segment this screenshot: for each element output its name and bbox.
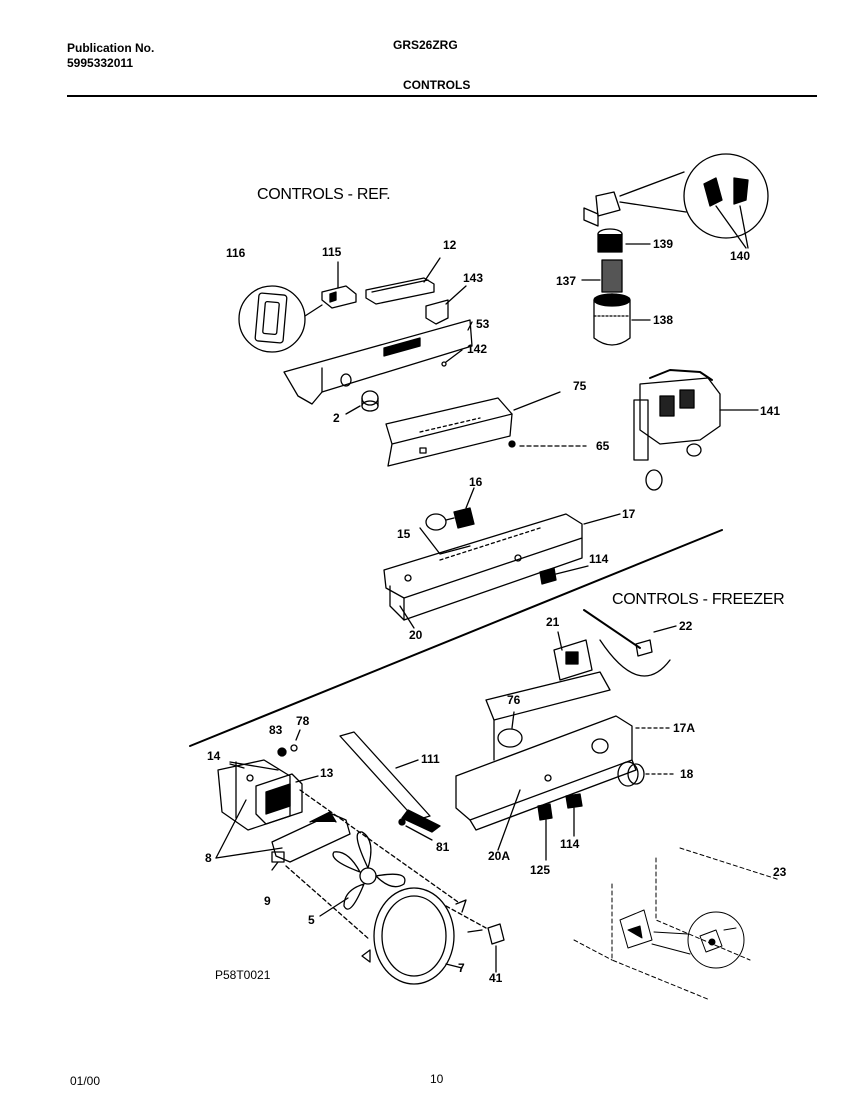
assembly-alignment-lines [285,789,487,941]
part-140-fittings-detail [619,153,769,249]
callout-143: 143 [463,271,484,285]
page-number: 10 [430,1072,444,1086]
part-114-freezer-probe [565,793,583,837]
part-14-leader [229,761,279,771]
section-heading: CONTROLS [403,78,471,92]
publication-number: 5995332011 [67,56,134,70]
footer-date: 01/00 [70,1074,101,1088]
part-13-fan-motor [255,773,319,825]
callout-114-ref: 114 [589,552,609,566]
callout-12: 12 [443,238,457,252]
part-20-leader [399,605,415,629]
part-116-gasket-detail [238,285,323,353]
part-81-screw [398,818,433,841]
part-41-screw [467,923,505,973]
part-114-thermostat-probe [539,565,589,585]
callout-20a: 20A [488,849,511,863]
part-115-switch [321,261,357,309]
part-65-screw [508,440,587,448]
callout-15: 15 [397,527,411,541]
callout-41: 41 [489,971,503,985]
callout-125: 125 [530,863,551,877]
section-divider [189,529,723,747]
part-111-harness [339,731,441,833]
header-rule [67,95,817,97]
part-142-clip [441,349,463,367]
part-12-housing [365,257,441,305]
part-138-filter-housing [593,293,651,346]
part-7-fan-ring [361,887,467,985]
figure-id: P58T0021 [215,968,271,982]
callout-2: 2 [333,411,340,425]
part-5-fan-blade [319,831,406,917]
part-17-housing [383,513,621,621]
callout-139: 139 [653,237,674,251]
part-8-shroud [215,799,351,863]
callout-53: 53 [476,317,490,331]
part-53-control-housing [283,319,473,405]
callout-140: 140 [730,249,751,263]
callout-115: 115 [322,245,342,259]
part-83-screw [277,747,287,757]
part-16-lamp-socket [453,487,475,529]
callout-78: 78 [296,714,310,728]
callout-20: 20 [409,628,423,642]
part-9-bracket [271,851,285,871]
callout-22: 22 [679,619,693,633]
callout-18: 18 [680,767,694,781]
callout-81: 81 [436,840,450,854]
part-78-screw [290,729,301,752]
part-143-bracket [425,285,467,325]
callout-8: 8 [205,851,212,865]
part-18-knob [617,761,677,787]
part-125-probe [537,803,553,861]
callout-138: 138 [653,313,674,327]
freezer-section-title: CONTROLS - FREEZER [612,591,785,608]
part-17a-housing [455,671,673,831]
callout-13: 13 [320,766,334,780]
callout-16: 16 [469,475,483,489]
callout-21: 21 [546,615,560,629]
part-75-plate [385,391,561,467]
ref-section-title: CONTROLS - REF. [257,186,391,203]
part-15-bulb [419,513,471,555]
callout-7: 7 [458,961,465,975]
part-76-light [497,711,523,748]
part-21-control [553,631,593,681]
callout-75: 75 [573,379,587,393]
callout-65: 65 [596,439,610,453]
callout-17: 17 [622,507,636,521]
part-141-valve [633,369,759,491]
callout-111: 111 [421,752,440,766]
callout-137: 137 [556,274,577,288]
callout-83: 83 [269,723,283,737]
callout-114-freezer: 114 [560,837,580,851]
callout-23: 23 [773,865,787,879]
callout-76: 76 [507,693,521,707]
part-139-filter-head [583,191,651,253]
callout-142: 142 [467,342,488,356]
publication-label: Publication No. [67,41,155,55]
callout-116: 116 [226,246,246,260]
model-number: GRS26ZRG [393,38,458,52]
callout-17a: 17A [673,721,696,735]
part-2-knob [345,390,379,415]
callout-5: 5 [308,913,315,927]
part-137-filter-cartridge [581,259,623,293]
part-22-sensor-tube [583,609,677,677]
part-20a-leader [497,789,521,851]
callout-9: 9 [264,894,271,908]
part-23-detail [573,847,781,1001]
callout-141: 141 [760,404,781,418]
callout-14: 14 [207,749,221,763]
